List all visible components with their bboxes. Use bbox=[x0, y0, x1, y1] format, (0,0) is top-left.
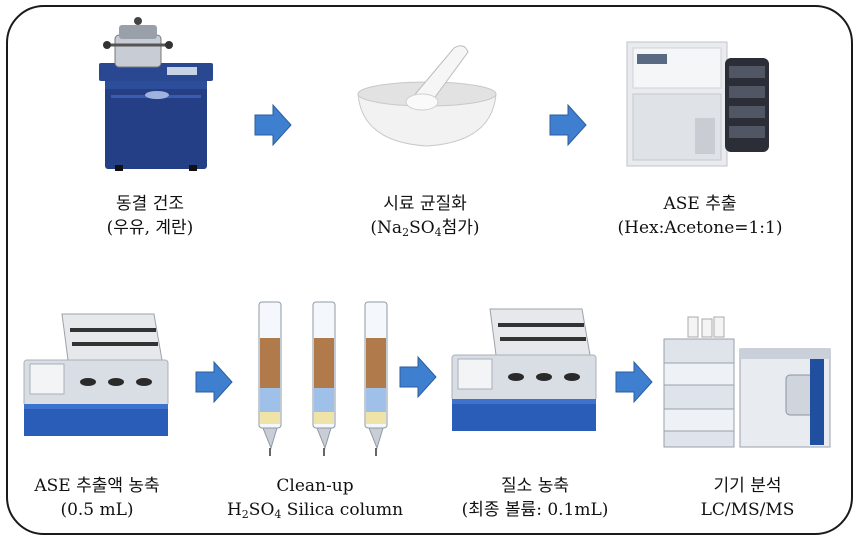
arrow-3 bbox=[195, 360, 233, 404]
step-4-title: ASE 추출액 농축 bbox=[34, 476, 160, 496]
step-5-caption: Clean-up H2SO4 Silica column bbox=[215, 474, 415, 527]
arrow-5 bbox=[615, 360, 653, 404]
arrow-1 bbox=[254, 103, 292, 147]
step-6-caption: 질소 농축 (최종 볼륨: 0.1mL) bbox=[440, 474, 630, 522]
lcmsms-image bbox=[663, 316, 831, 448]
step-5-title: Clean-up bbox=[276, 476, 354, 496]
step-5-subtitle: H2SO4 Silica column bbox=[226, 500, 404, 521]
step-2-subtitle: (Na2SO4첨가) bbox=[370, 218, 480, 239]
step-1-subtitle: (우유, 계란) bbox=[106, 218, 194, 238]
step-4-subtitle: (0.5 mL) bbox=[60, 500, 134, 520]
nitrogen-evaporator-image bbox=[451, 308, 597, 431]
ase-extractor-image bbox=[626, 41, 769, 167]
silica-columns-image bbox=[258, 301, 388, 456]
freeze-dryer-image bbox=[99, 17, 213, 171]
arrow-4 bbox=[399, 355, 437, 399]
evaporator-image bbox=[23, 313, 169, 436]
step-6-subtitle: (최종 볼륨: 0.1mL) bbox=[461, 500, 609, 520]
step-1-caption: 동결 건조 (우유, 계란) bbox=[60, 192, 240, 240]
step-1-title: 동결 건조 bbox=[116, 194, 184, 214]
step-2-caption: 시료 균질화 (Na2SO4첨가) bbox=[335, 192, 515, 245]
step-3-caption: ASE 추출 (Hex:Acetone=1:1) bbox=[610, 192, 790, 240]
step-3-title: ASE 추출 bbox=[663, 194, 737, 214]
step-7-caption: 기기 분석 LC/MS/MS bbox=[660, 474, 835, 522]
step-6-title: 질소 농축 bbox=[501, 476, 569, 496]
step-3-subtitle: (Hex:Acetone=1:1) bbox=[617, 218, 783, 238]
mortar-pestle-image bbox=[357, 45, 497, 147]
step-2-title: 시료 균질화 bbox=[383, 194, 467, 214]
step-7-subtitle: LC/MS/MS bbox=[700, 500, 795, 520]
arrow-2 bbox=[549, 103, 587, 147]
step-7-title: 기기 분석 bbox=[713, 476, 782, 496]
step-4-caption: ASE 추출액 농축 (0.5 mL) bbox=[2, 474, 192, 522]
